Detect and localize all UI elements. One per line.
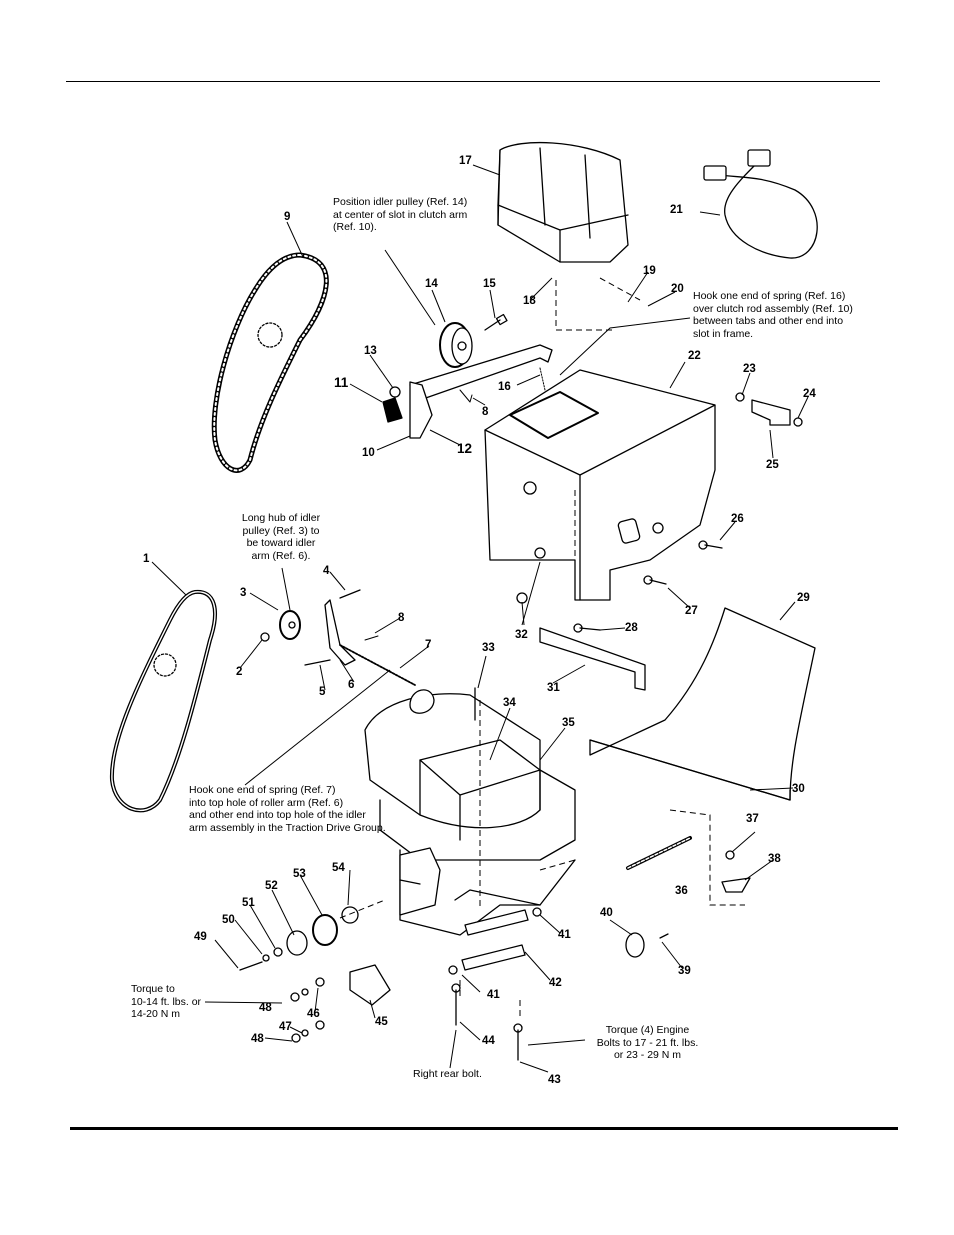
callout-3: 3 (240, 587, 246, 599)
callout-41-upper: 41 (558, 929, 571, 941)
callout-15: 15 (483, 278, 496, 290)
callout-32: 32 (515, 629, 528, 641)
callout-42: 42 (549, 977, 562, 989)
callout-46: 46 (307, 1008, 320, 1020)
note-pulley-torque: Torque to 10-14 ft. lbs. or 14-20 N m (131, 983, 202, 1020)
callout-20: 20 (671, 283, 684, 295)
callout-18: 18 (523, 295, 536, 307)
callout-27: 27 (685, 605, 698, 617)
callout-31: 31 (547, 682, 560, 694)
callout-12: 12 (457, 441, 472, 456)
callout-33: 33 (482, 642, 495, 654)
callout-9: 9 (284, 211, 290, 223)
callout-52: 52 (265, 880, 278, 892)
callout-47: 47 (279, 1021, 292, 1033)
callout-45: 45 (375, 1016, 388, 1028)
callout-26: 26 (731, 513, 744, 525)
callout-6: 6 (348, 679, 354, 691)
callout-4: 4 (323, 565, 330, 577)
auger-belt-part (211, 252, 329, 473)
callout-1: 1 (143, 553, 150, 565)
engine-part (364, 687, 576, 936)
wire-harness-part (703, 149, 818, 259)
callout-35: 35 (562, 717, 575, 729)
callout-14: 14 (425, 278, 438, 290)
callout-40: 40 (600, 907, 613, 919)
note-spring-16: Hook one end of spring (Ref. 16) over cl… (693, 290, 853, 340)
note-long-hub: Long hub of idler pulley (Ref. 3) to be … (241, 512, 321, 562)
callout-36: 36 (675, 885, 688, 897)
callout-13: 13 (364, 345, 377, 357)
header-rule (66, 81, 880, 82)
callout-10: 10 (362, 447, 375, 459)
main-frame-part (484, 369, 716, 601)
note-engine-bolt-torque: Torque (4) Engine Bolts to 17 - 21 ft. l… (596, 1024, 699, 1061)
callout-28: 28 (625, 622, 638, 634)
callout-23: 23 (743, 363, 756, 375)
callout-54: 54 (332, 862, 345, 874)
callout-19: 19 (643, 265, 656, 277)
callout-48-lower: 48 (251, 1033, 264, 1045)
callout-48-upper: 48 (259, 1002, 272, 1014)
callout-17: 17 (459, 155, 472, 167)
note-idler-pulley-position: Position idler pulley (Ref. 14) at cente… (333, 196, 468, 233)
callout-38: 38 (768, 853, 781, 865)
callout-labels: 17 21 9 19 20 14 15 18 13 22 11 16 23 24… (143, 155, 816, 1086)
callout-30: 30 (792, 783, 805, 795)
callout-25: 25 (766, 459, 779, 471)
callout-21: 21 (670, 204, 683, 216)
callout-41-lower: 41 (487, 989, 500, 1001)
callout-51: 51 (242, 897, 255, 909)
callout-2: 2 (236, 666, 242, 678)
callout-24: 24 (803, 388, 816, 400)
callout-43: 43 (548, 1074, 561, 1086)
callout-34: 34 (503, 697, 516, 709)
callout-53: 53 (293, 868, 306, 880)
callout-29: 29 (797, 592, 810, 604)
callout-49: 49 (194, 931, 207, 943)
footer-rule (70, 1127, 898, 1130)
callout-5: 5 (319, 686, 326, 698)
note-spring-7: Hook one end of spring (Ref. 7) into top… (189, 784, 386, 834)
note-right-rear-bolt: Right rear bolt. (413, 1068, 482, 1080)
traction-belt-part (109, 589, 217, 813)
callout-8-lower: 8 (398, 612, 405, 624)
shield-plate-part (589, 607, 816, 801)
callout-16: 16 (498, 381, 511, 393)
callout-7: 7 (425, 639, 431, 651)
callout-22: 22 (688, 350, 701, 362)
callout-50: 50 (222, 914, 235, 926)
callout-8-upper: 8 (482, 406, 489, 418)
callout-44: 44 (482, 1035, 495, 1047)
belt-cover-part (497, 141, 629, 263)
callout-39: 39 (678, 965, 691, 977)
callout-11: 11 (334, 375, 349, 390)
callout-37: 37 (746, 813, 759, 825)
